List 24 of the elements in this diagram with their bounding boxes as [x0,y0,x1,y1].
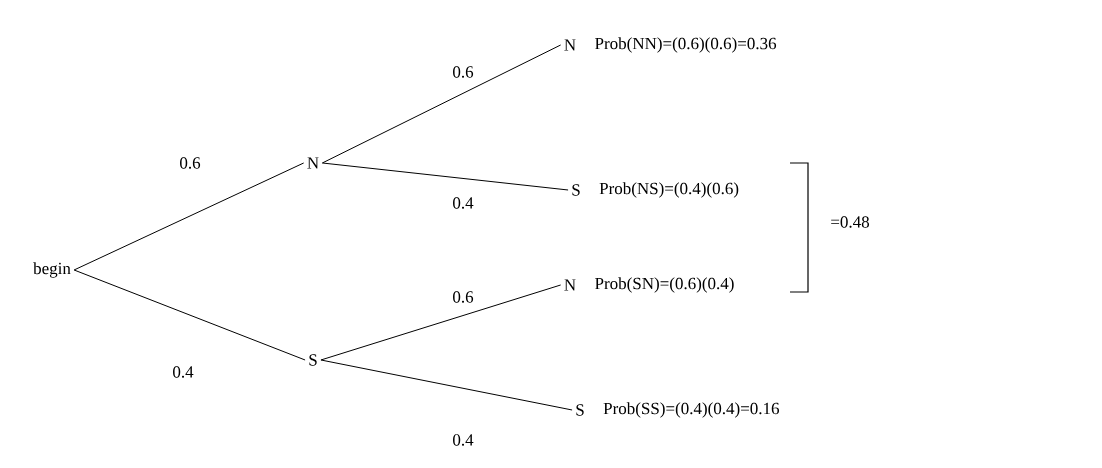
outcome-label: S [572,184,580,196]
probability-formula: Prob(NN)=(0.6)(0.6)=0.36 [595,37,777,53]
branch-line [320,359,573,411]
root-label: begin [33,262,71,278]
branch-line [73,162,305,271]
probability-label: 0.4 [171,365,195,379]
probability-label: 0.6 [451,290,475,304]
probability-label: 0.6 [451,65,475,79]
branch-line [73,269,306,361]
sum-label: =0.48 [831,216,870,228]
branch-label: N [307,157,319,169]
probability-formula: Prob(SN)=(0.6)(0.4) [595,277,734,293]
probability-label: 0.6 [178,156,202,170]
branch-label: S [309,354,317,366]
probability-label: 0.4 [451,196,475,210]
outcome-label: N [564,279,576,291]
outcome-label: N [564,39,576,51]
branch-line [321,162,569,191]
probability-formula: Prob(NS)=(0.4)(0.6) [599,182,739,198]
probability-label: 0.4 [451,433,475,447]
outcome-label: S [576,404,584,416]
branch-line [321,44,562,164]
probability-formula: Prob(SS)=(0.4)(0.4)=0.16 [603,402,780,418]
branch-line [320,284,562,361]
